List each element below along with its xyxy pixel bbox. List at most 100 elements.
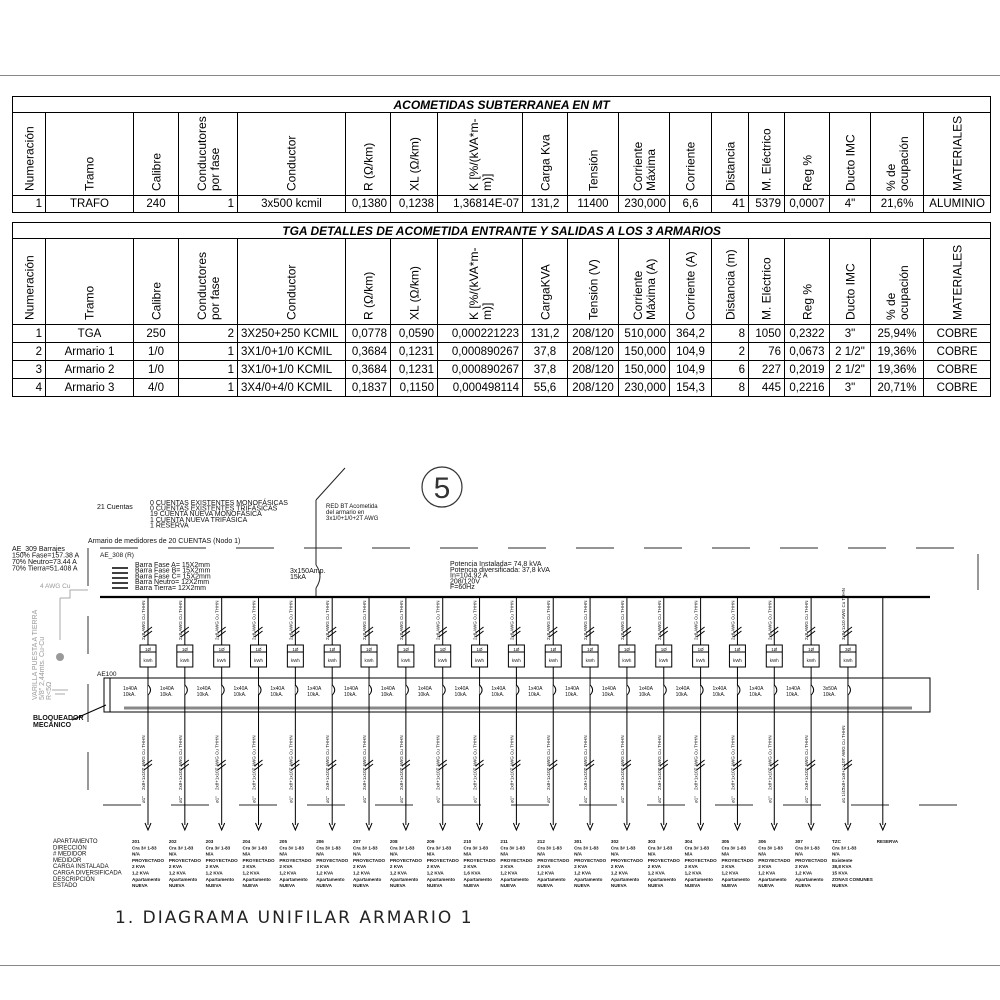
load-cell: NUEVA: [390, 883, 406, 888]
load-cell: Existente: [832, 858, 853, 863]
load-cell: 1,2 KVA: [500, 871, 518, 876]
breaker-icon: [331, 684, 336, 696]
breaker-kaic: 10kA.: [418, 692, 431, 698]
load-cell: 212: [537, 839, 545, 844]
load-cell: 210: [464, 839, 472, 844]
load-cell: Cra 3# 1-83: [353, 845, 378, 850]
varilla-label: VARILLA PUESTA A TIERRA: [32, 609, 39, 700]
load-cell: 38,8 KVA: [832, 864, 852, 869]
meter-phase: 1Ø: [771, 647, 778, 652]
breaker-kaic: 10kA.: [123, 692, 136, 698]
meter-box: [544, 644, 562, 668]
sheet-top-line: [0, 75, 1000, 76]
load-cell: Apartamento: [721, 877, 750, 882]
arrow-icon: [439, 822, 447, 832]
breaker-kaic: 10kA.: [381, 692, 394, 698]
outgoing-conductor-label: 2x8+1x10T AWG Cu THHN: [436, 735, 441, 790]
load-cell: 1,2 KVA: [427, 871, 445, 876]
meter-unit: kWh: [659, 658, 668, 663]
meter-unit: kWh: [770, 658, 779, 663]
load-cell: 2 KVA: [427, 864, 441, 869]
table-cell: 3X1/0+1/0 KCMIL: [237, 342, 346, 361]
arrow-icon: [879, 822, 887, 832]
arrow-icon: [549, 822, 557, 832]
cable-tick: [291, 626, 300, 638]
load-cell: NUEVA: [206, 883, 222, 888]
meter-unit: kWh: [328, 658, 337, 663]
table-cell: 20,71%: [870, 378, 924, 397]
breaker-kaic: 10kA.: [270, 692, 283, 698]
cable-tick: [327, 759, 337, 771]
incoming-conductor-label: 2x8 AWG Cu THHN: [546, 600, 551, 640]
meter-unit: kWh: [438, 658, 447, 663]
table-cell: 55,6: [522, 378, 568, 397]
incoming-conductor-label: 2x8 AWG Cu THHN: [473, 600, 478, 640]
load-cell: N/A: [243, 852, 252, 857]
ae100-label: AE100: [97, 671, 117, 678]
cable-tick: [769, 626, 779, 638]
breaker-rating: 1x40A: [344, 686, 359, 692]
breaker-rating: 1x40A: [197, 686, 212, 692]
load-cell: PROYECTADO: [243, 858, 275, 863]
barra-line: Barra Neutro= 12X2mm: [135, 579, 209, 586]
breaker-icon: [258, 684, 262, 696]
table-cell: 1050: [748, 324, 785, 343]
table-cell: 0,0590: [390, 324, 438, 343]
incoming-conductor-label: 3x8+1x10 AWG Cu THHN: [841, 588, 846, 640]
breaker-kaic: 10kA.: [602, 692, 615, 698]
duct-label: ø1": [252, 796, 257, 803]
meter-box: [213, 644, 231, 668]
arrow-icon: [291, 822, 299, 832]
meter-unit: kWh: [365, 658, 374, 663]
load-cell: PROYECTADO: [795, 858, 827, 863]
load-cell: NUEVA: [611, 883, 627, 888]
outgoing-conductor-label: 2x8+1x10T AWG Cu THHN: [141, 735, 146, 790]
cable-tick: [217, 626, 226, 638]
table-cell: COBRE: [922, 378, 992, 397]
breaker-rating: 1x40A: [234, 686, 249, 692]
arrow-icon: [586, 822, 594, 832]
node-number: 5: [434, 472, 451, 505]
meter-phase: 1Ø: [219, 647, 226, 652]
duct-label: ø1": [546, 796, 551, 803]
load-cell: Cra 3# 1-83: [169, 845, 194, 850]
meter-box: [802, 644, 820, 668]
incoming-conductor-label: 2x8 AWG Cu THHN: [362, 600, 367, 640]
load-cell: Cra 3# 1-83: [648, 845, 673, 850]
load-cell: 209: [427, 839, 435, 844]
load-cell: Apartamento: [464, 877, 493, 882]
cable-tick: [843, 759, 853, 771]
meter-unit: kWh: [254, 658, 263, 663]
enclosure-top: [100, 547, 979, 590]
arrow-icon: [365, 822, 373, 832]
load-cell: NUEVA: [132, 883, 148, 888]
meter-unit: kWh: [843, 658, 852, 663]
bloqueador-label: MECANICO: [33, 722, 72, 729]
load-cell: NUEVA: [500, 883, 516, 888]
load-cell: NUEVA: [427, 883, 443, 888]
load-cell: PROYECTADO: [537, 858, 569, 863]
breaker-rating: 1x40A: [676, 686, 691, 692]
duct-label: ø1": [215, 796, 220, 803]
table-cell: 0,1380: [345, 195, 391, 213]
cuentas-line: 1 RESERVA: [150, 522, 189, 529]
cable-tick: [696, 626, 705, 638]
incoming-conductor-label: 2x8 AWG Cu THHN: [657, 600, 662, 640]
outgoing-conductor-label: 2x8+1x10T AWG Cu THHN: [288, 735, 293, 790]
breaker-rating: 1x40A: [381, 686, 396, 692]
cable-tick: [438, 759, 448, 771]
meter-unit: kWh: [217, 658, 226, 663]
load-cell: Apartamento: [500, 877, 529, 882]
load-cell: Apartamento: [316, 877, 345, 882]
load-cell: 2 KVA: [243, 864, 257, 869]
red-bt-label: RED BT Acometida: [326, 504, 378, 510]
incoming-conductor-label: 2x8 AWG Cu THHN: [288, 600, 293, 640]
table-cell: 230,000: [618, 378, 670, 397]
meter-box: [250, 644, 268, 668]
meter-unit: kWh: [512, 658, 521, 663]
load-cell: 1,2 KVA: [132, 871, 150, 876]
arrow-icon: [218, 822, 226, 832]
meter-box: [839, 644, 857, 668]
